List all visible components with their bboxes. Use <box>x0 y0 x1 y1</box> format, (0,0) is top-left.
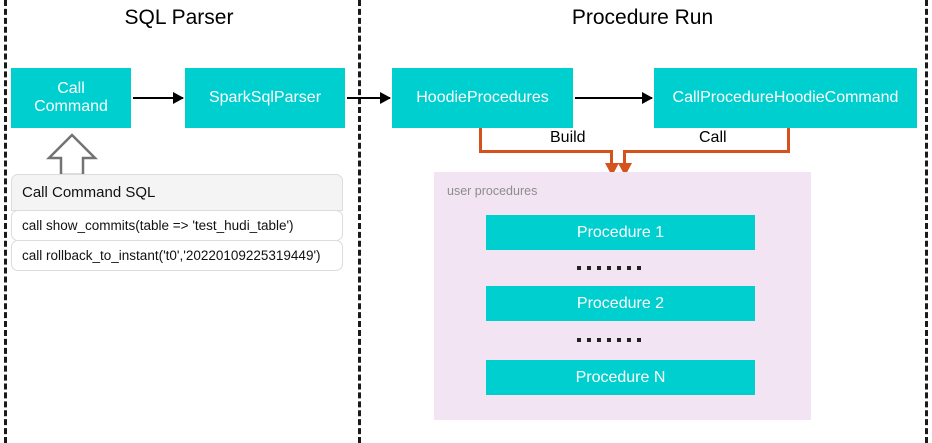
procedure-box-1[interactable]: Procedure 1 <box>486 215 755 250</box>
section-title-sql-parser: SQL Parser <box>124 6 234 29</box>
user-procedures-panel-label: user procedures <box>447 184 538 198</box>
orange-build-horizontal <box>479 150 613 153</box>
arrow-hoodie-procedures-to-call-procedure-hoodie-command <box>575 97 652 99</box>
edge-label-build: Build <box>545 129 591 147</box>
orange-build-vertical-to-arrowhead <box>610 150 613 166</box>
swimlane-divider-left <box>4 0 7 443</box>
flow-box-spark-sql-parser[interactable]: SparkSqlParser <box>185 68 345 128</box>
arrow-spark-sql-parser-to-hoodie-procedures <box>347 97 390 99</box>
swimlane-divider-right <box>925 0 928 443</box>
orange-call-horizontal <box>623 150 790 153</box>
section-title-procedure-run: Procedure Run <box>571 6 714 29</box>
flow-box-call-command[interactable]: Call Command <box>11 68 131 128</box>
procedure-ellipsis-separator <box>577 266 641 270</box>
flow-box-hoodie-procedures[interactable]: HoodieProcedures <box>392 68 573 128</box>
flow-box-call-procedure-hoodie-command[interactable]: CallProcedureHoodieCommand <box>654 68 917 128</box>
edge-label-call: Call <box>694 129 732 147</box>
sql-table-header: Call Command SQL <box>11 174 343 211</box>
procedure-box-2[interactable]: Procedure 2 <box>486 286 755 321</box>
orange-build-vertical-from-hoodie-procedures <box>479 128 482 153</box>
sql-table-row: call show_commits(table => 'test_hudi_ta… <box>11 210 343 241</box>
orange-call-vertical-from-call-procedure-hoodie-command <box>787 128 790 153</box>
call-command-sql-table: Call Command SQL call show_commits(table… <box>11 174 343 271</box>
arrow-call-command-to-spark-sql-parser <box>133 97 183 99</box>
sql-table-row: call rollback_to_instant('t0','202201092… <box>11 240 343 271</box>
procedure-box-n[interactable]: Procedure N <box>486 360 755 395</box>
swimlane-divider-middle <box>358 0 361 443</box>
orange-call-vertical-to-arrowhead <box>623 150 626 166</box>
procedure-ellipsis-separator <box>577 338 641 342</box>
